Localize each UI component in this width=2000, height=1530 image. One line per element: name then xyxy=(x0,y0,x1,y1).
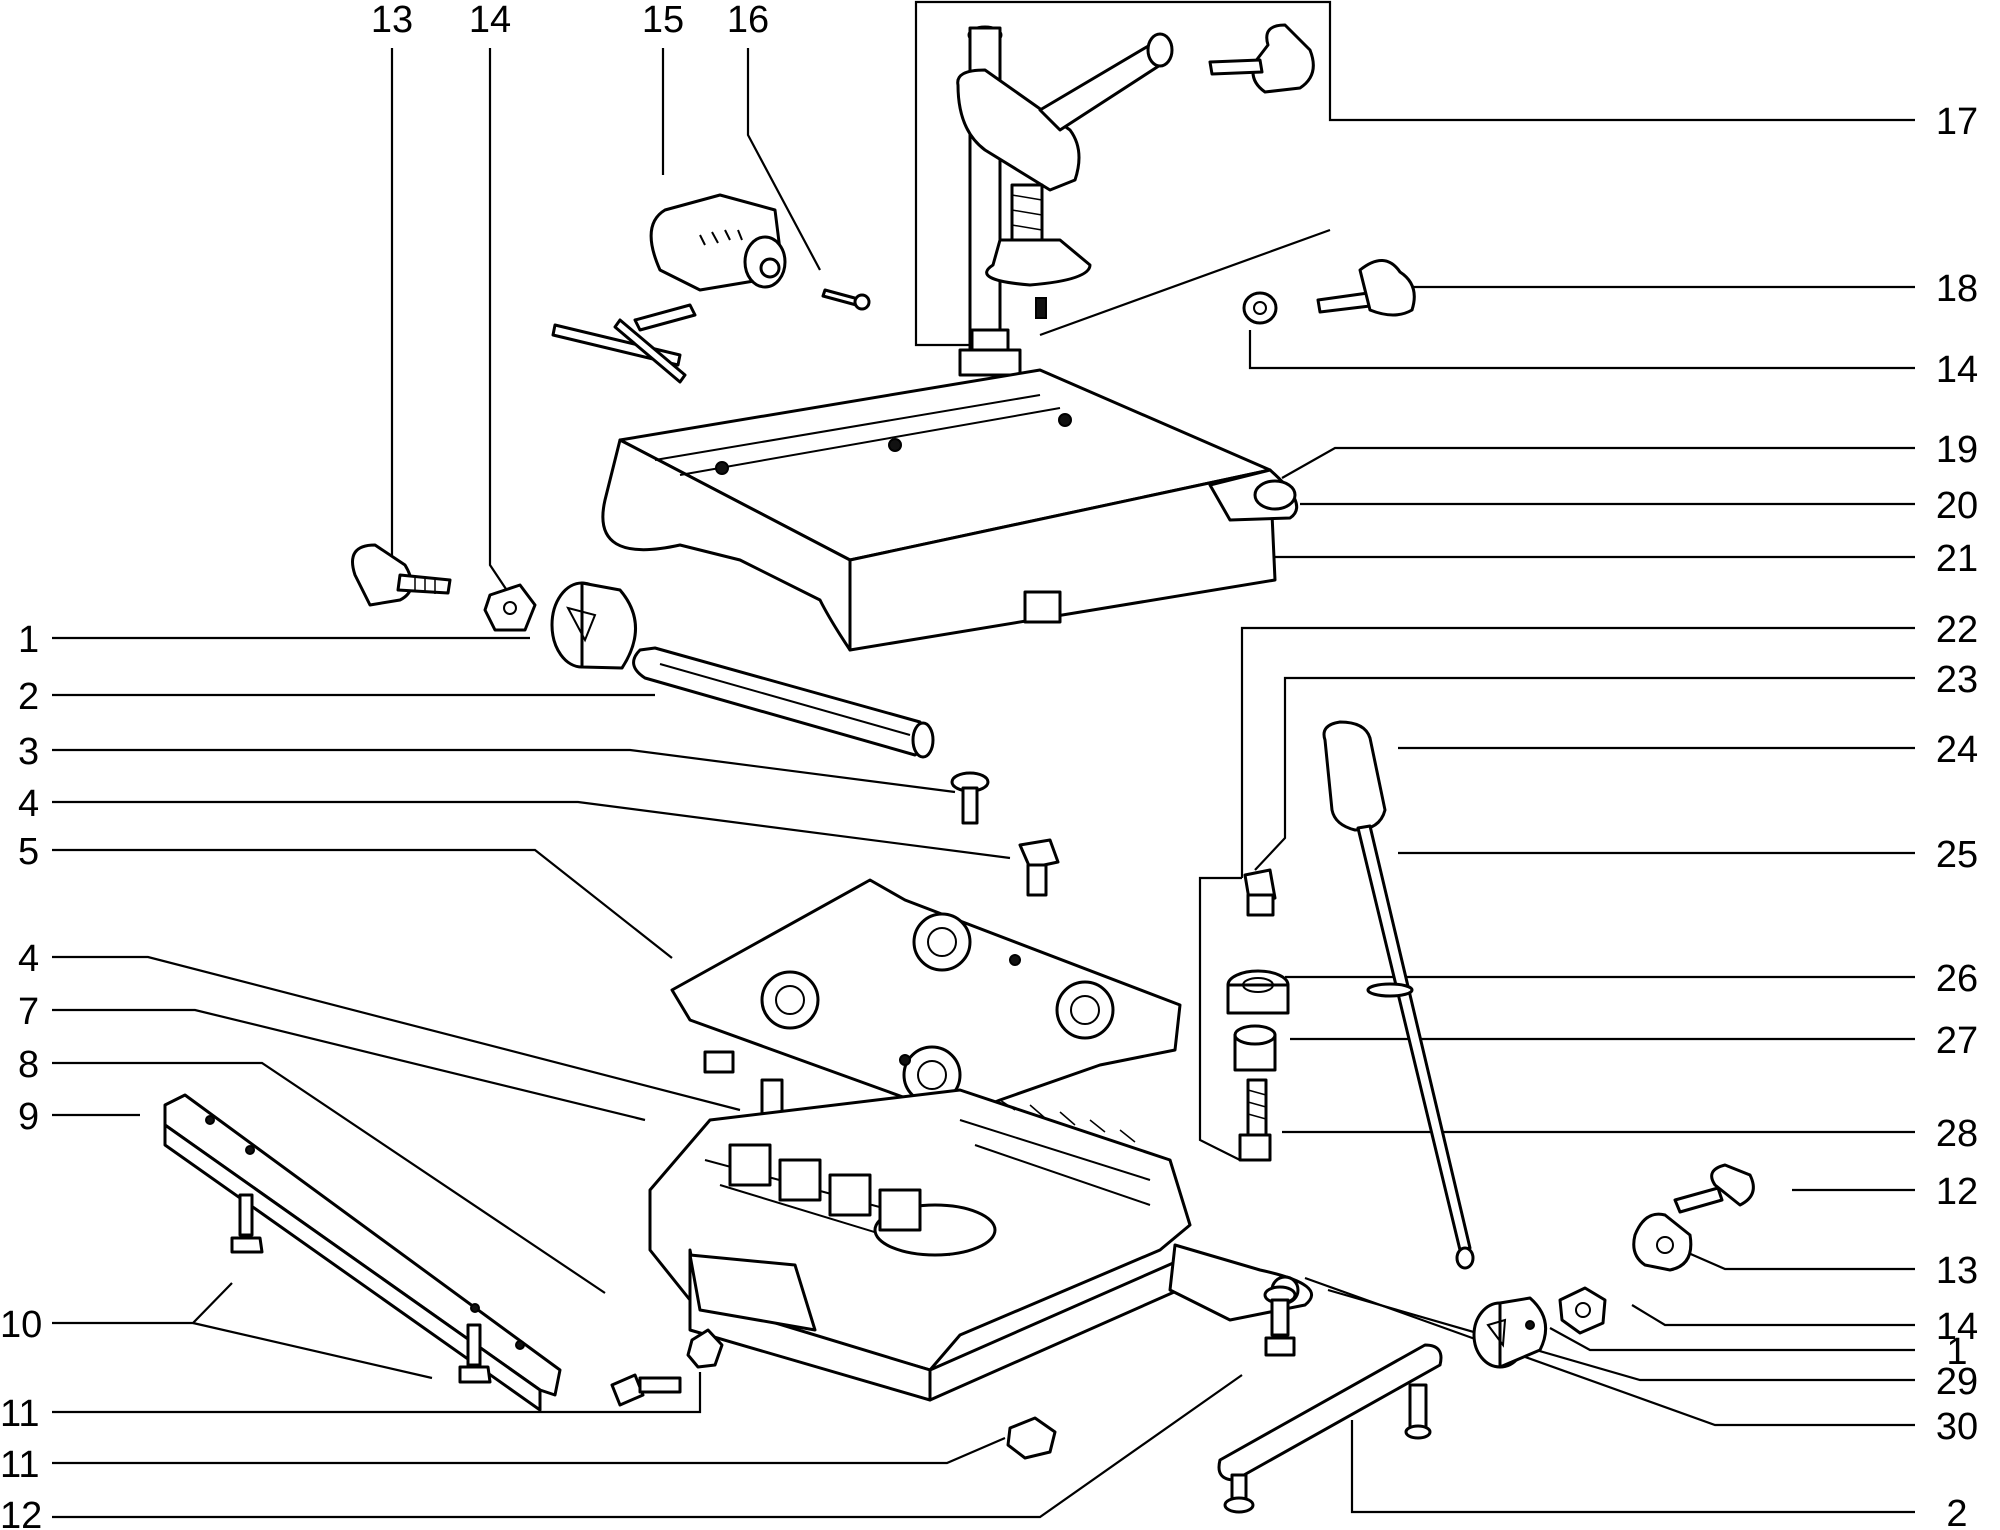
screw-16 xyxy=(821,288,871,311)
stud-10-right xyxy=(458,1323,492,1384)
nut-14-right xyxy=(1558,1286,1607,1335)
callout-16: 16 xyxy=(727,0,769,41)
knob-13-left xyxy=(351,543,452,607)
stud-10-left xyxy=(230,1193,264,1254)
callout-30: 30 xyxy=(1936,1406,1978,1448)
carriage-plate-5 xyxy=(670,878,1182,1122)
callout-20: 20 xyxy=(1936,485,1978,527)
handle-lever xyxy=(1322,720,1475,1270)
callout-28: 28 xyxy=(1936,1113,1978,1155)
callout-19: 19 xyxy=(1936,429,1978,471)
callout-14-right-lower: 14 xyxy=(1936,1306,1978,1348)
collar-1-left xyxy=(550,581,637,670)
callouts-right: 17 18 14 19 20 21 22 23 24 25 26 27 28 1… xyxy=(1936,101,1978,1530)
callout-18: 18 xyxy=(1936,268,1978,310)
callout-12: 12 xyxy=(0,1495,42,1530)
upper-table xyxy=(601,368,1299,652)
callout-24: 24 xyxy=(1936,729,1978,771)
bolt-8 xyxy=(610,1373,682,1407)
shaft-2 xyxy=(632,646,935,759)
bolt-4-upper xyxy=(1018,838,1060,897)
callout-26: 26 xyxy=(1936,958,1978,1000)
callouts-top: 13 14 15 16 xyxy=(371,0,769,41)
callout-3: 3 xyxy=(18,731,39,773)
callout-13-right: 13 xyxy=(1936,1250,1978,1292)
callout-15: 15 xyxy=(642,0,684,41)
callout-27: 27 xyxy=(1936,1020,1978,1062)
callout-7: 7 xyxy=(18,991,39,1033)
callout-2: 2 xyxy=(18,676,39,718)
callout-14: 14 xyxy=(469,0,511,41)
callout-8: 8 xyxy=(18,1044,39,1086)
callout-5: 5 xyxy=(18,831,39,873)
callout-13: 13 xyxy=(371,0,413,41)
callout-2-right: 2 xyxy=(1946,1493,1967,1530)
callout-25: 25 xyxy=(1936,834,1978,876)
rail-9 xyxy=(163,1093,562,1412)
callout-4: 4 xyxy=(18,783,39,825)
chuck-key xyxy=(551,303,697,384)
column-clamp-assembly xyxy=(956,25,1174,377)
callout-4-lower: 4 xyxy=(18,938,39,980)
shaft-2-lower xyxy=(1217,1343,1443,1514)
knob-13-right xyxy=(1632,1212,1693,1272)
callout-1-right: 1 xyxy=(1946,1331,1967,1373)
nut-14-left xyxy=(483,583,537,632)
callout-9: 9 xyxy=(18,1096,39,1138)
drill-chuck xyxy=(649,193,787,292)
callout-23: 23 xyxy=(1936,659,1978,701)
callout-11: 11 xyxy=(0,1393,39,1435)
wing-knob-18 xyxy=(1242,259,1416,325)
collar-1-right xyxy=(1472,1296,1548,1369)
callout-21: 21 xyxy=(1936,538,1978,580)
callout-14-right: 14 xyxy=(1936,349,1978,391)
callout-11-lower: 11 xyxy=(0,1444,39,1486)
knob-17 xyxy=(1208,23,1315,94)
knob-12-right xyxy=(1673,1163,1755,1214)
bushing-stack xyxy=(1226,868,1290,1162)
nut-11 xyxy=(686,1328,724,1369)
callout-10: 10 xyxy=(0,1304,42,1346)
callout-29: 29 xyxy=(1936,1361,1978,1403)
callouts-left: 1 2 3 4 5 4 7 8 9 10 11 11 12 xyxy=(0,619,42,1530)
nut-11-lower xyxy=(1006,1416,1057,1460)
stud-12 xyxy=(1263,1285,1297,1357)
leader-lines xyxy=(52,0,1915,1519)
base-casting-7 xyxy=(648,1088,1313,1402)
screw-3 xyxy=(950,771,990,825)
callout-22: 22 xyxy=(1936,609,1978,651)
callout-17: 17 xyxy=(1936,101,1978,143)
callout-1: 1 xyxy=(18,619,39,661)
callout-12-right: 12 xyxy=(1936,1171,1978,1213)
